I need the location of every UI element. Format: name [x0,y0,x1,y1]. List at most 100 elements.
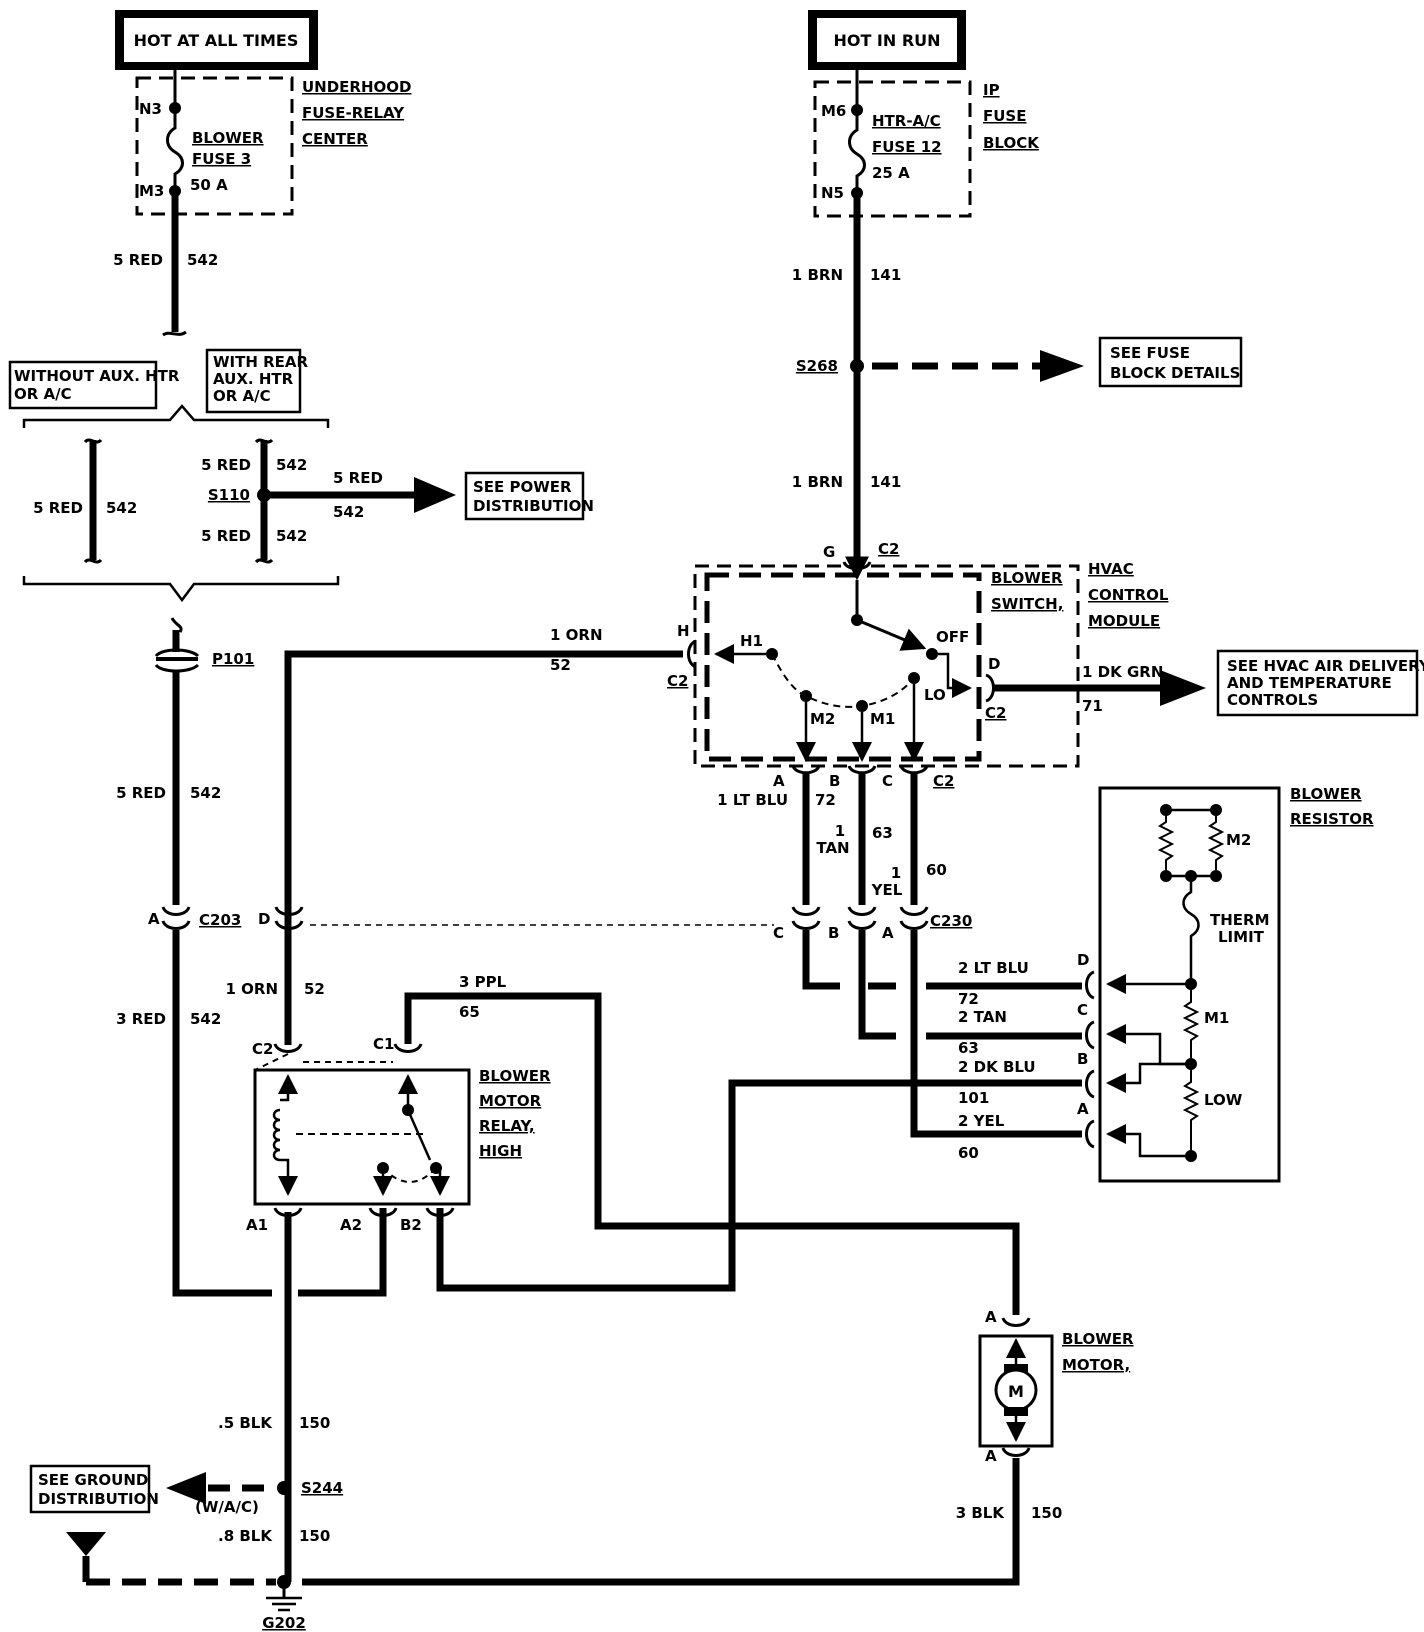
relay-pin-b2: B2 [400,1216,422,1234]
wire-542-left-circuit: 542 [106,499,137,517]
wire-141-top-color: 1 BRN [792,266,843,284]
ip-title-3: BLOCK [983,134,1040,152]
wire-542-s110-out-circuit: 542 [276,527,307,545]
wire-150-a-color: .5 BLK [218,1414,273,1432]
splice-s268 [850,359,864,373]
relay-pin-c2: C2 [252,1040,273,1058]
connector-c230-a [899,906,929,916]
underhood-title-2: FUSE-RELAY [302,104,405,122]
ip-fuse-block: IP FUSE BLOCK M6 N5 HTR-A/C FUSE 12 25 A [813,70,1040,218]
wire-65-color: 3 PPL [459,973,507,991]
wire-542-s110-in-circuit: 542 [276,456,307,474]
wire-542-top-color: 5 RED [113,251,163,269]
blower-switch-label-2: SWITCH, [991,595,1063,613]
wire-150-a-circuit: 150 [299,1414,330,1432]
switch-pos-m1: M1 [870,710,895,728]
wire-542-top-circuit: 542 [187,251,218,269]
see-power-line-2: DISTRIBUTION [473,497,594,515]
ip-title-1: IP [983,81,1000,99]
power-distribution-arrow [414,477,456,513]
ip-title-2: FUSE [983,107,1026,125]
resistor-wire-60 [910,930,1082,1138]
hvac-conn-c2-top: C2 [878,540,899,558]
motor-pin-top-connector [1001,1317,1031,1327]
wire-150-motor [302,1458,1020,1586]
wire-150-c-circuit: 150 [1031,1504,1062,1522]
resistor-wire-63-circuit: 63 [958,1039,979,1057]
motor-symbol-label: M [1008,1382,1024,1401]
wire-65-circuit: 65 [459,1003,480,1021]
wire-52-low-circuit: 52 [304,980,325,998]
wire-63-color: TAN [816,839,849,857]
resistor-pin-d: D [1077,951,1089,969]
hvac-pin-h-connector [687,639,697,669]
splice-s244-note: (W/A/C) [195,1498,259,1516]
wire-72-color: 1 LT BLU [717,791,788,809]
wire-542-lower [172,930,272,1297]
see-ground-distribution-box: SEE GROUND DISTRIBUTION [29,1464,159,1514]
splice-s244 [277,1481,291,1495]
wire-52-top-circuit: 52 [550,656,571,674]
hot-in-run-label: HOT IN RUN [833,31,940,50]
wire-63-size: 1 [835,822,845,840]
splice-s244-label: S244 [301,1479,343,1497]
motor-pin-top: A [985,1308,997,1326]
ground-distribution-arrow [166,1472,206,1504]
see-power-distribution-box: SEE POWER DISTRIBUTION [464,471,594,521]
connector-c203-pin-a: A [148,910,160,928]
underhood-pin-out: M3 [139,182,164,200]
wire-60-size: 1 [891,864,901,882]
wire-71-circuit: 71 [1082,697,1103,715]
splice-s268-label: S268 [796,357,838,375]
hvac-title-2: CONTROL [1088,586,1169,604]
option-with-line-1: WITH REAR [213,353,309,371]
switch-pos-h1: H1 [740,632,763,650]
connector-p101 [154,648,200,658]
motor-title-1: BLOWER [1062,1330,1134,1348]
hvac-title-3: MODULE [1088,612,1160,630]
resistor-wire-63-color: 2 TAN [958,1008,1007,1026]
resistor-m1 [1182,984,1200,1064]
resistor-pin-a-connector [1085,1119,1095,1149]
wire-542-lower-color: 3 RED [116,1010,166,1028]
wire-150-b-circuit: 150 [299,1527,330,1545]
hvac-control-module: HVAC CONTROL MODULE BLOWER SWITCH, [693,560,1169,768]
blower-resistor: BLOWER RESISTOR M2 THERM LIMIT M1 LOW [1098,785,1374,1183]
relay-contact-arm [406,1109,432,1161]
wire-150-b-color: .8 BLK [218,1527,273,1545]
blower-switch-label-1: BLOWER [991,569,1063,587]
relay-pin-a2: A2 [340,1216,362,1234]
resistor-wire-101 [436,1079,1082,1292]
ip-pin-out: N5 [821,184,844,202]
relay-title-4: HIGH [479,1142,522,1160]
hvac-conn-c2-bottom: C2 [933,772,954,790]
resistor-wire-72-circuit: 72 [958,990,979,1008]
wire-542-left-color: 5 RED [33,499,83,517]
fuse-details-arrow [1040,350,1084,382]
see-power-line-1: SEE POWER [473,478,572,496]
option-with-rear-box: WITH REAR AUX. HTR OR A/C [205,348,309,414]
therm-limit-symbol [1182,876,1200,984]
connector-c230-b [847,906,877,916]
relay-title-3: RELAY, [479,1117,535,1135]
motor-pin-bottom-connector [1001,1447,1031,1457]
resistor-wire-101-circuit: 101 [958,1089,989,1107]
hvac-title-1: HVAC [1088,560,1134,578]
hot-in-run-box: HOT IN RUN [808,10,966,70]
resistor-label-m2: M2 [1226,831,1251,849]
wire-542-s110-out-color: 5 RED [201,527,251,545]
option-with-line-2: AUX. HTR [213,370,294,388]
blower-fuse-label-1: BLOWER [192,129,264,147]
switch-pos-m2: M2 [810,710,835,728]
option-without-aux-box: WITHOUT AUX. HTR OR A/C [8,360,180,410]
wire-141-low-circuit: 141 [870,473,901,491]
blower-motor-relay: BLOWER MOTOR RELAY, HIGH [253,1053,551,1206]
see-ground-line-1: SEE GROUND [38,1471,148,1489]
relay-title-2: MOTOR [479,1092,542,1110]
option-brace-bottom [22,576,340,603]
see-fuse-block-details-box: SEE FUSE BLOCK DETAILS [1098,336,1243,388]
hot-at-all-times-box: HOT AT ALL TIMES [115,10,318,70]
option-without-line-1: WITHOUT AUX. HTR [14,367,180,385]
underhood-title-1: UNDERHOOD [302,78,412,96]
wire-150-c-color: 3 BLK [956,1504,1006,1522]
